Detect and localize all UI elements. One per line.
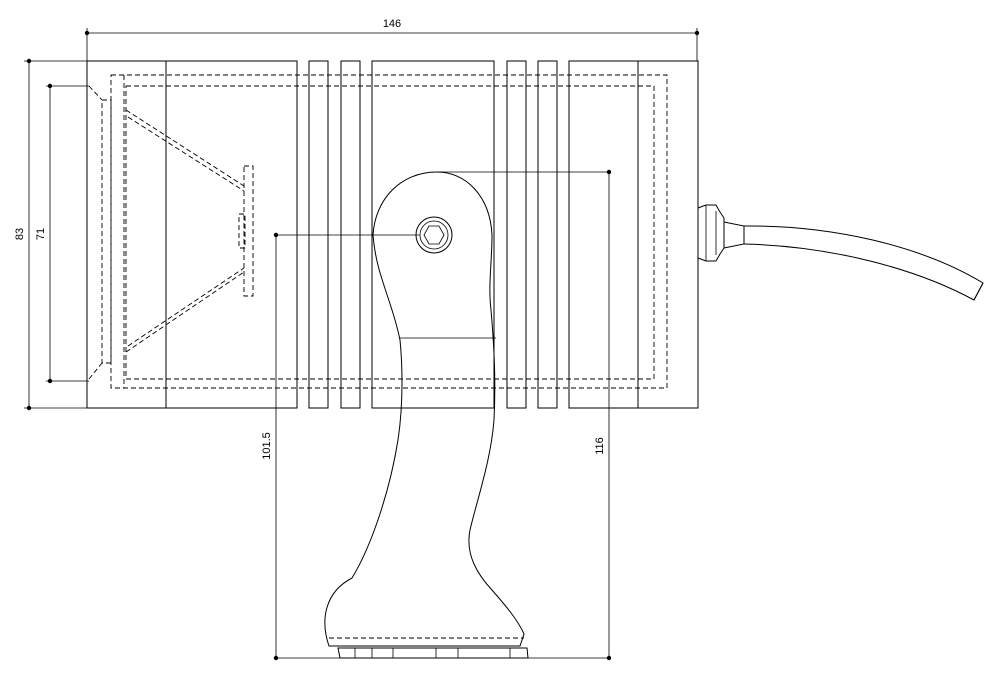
hex-bolt-icon bbox=[415, 216, 453, 254]
body-section-3 bbox=[568, 60, 639, 409]
top-height-label: 116 bbox=[594, 437, 606, 455]
body-section-1 bbox=[165, 60, 298, 409]
reflector-lower bbox=[125, 271, 245, 353]
mounting-bracket bbox=[324, 171, 529, 659]
overall-height-label: 83 bbox=[14, 228, 26, 240]
emitter-board bbox=[243, 165, 254, 297]
dimension-overall-height: 83 bbox=[14, 58, 87, 411]
dimension-overall-width: 146 bbox=[84, 18, 700, 61]
rear-cap bbox=[637, 60, 699, 409]
inner-height-label: 71 bbox=[35, 228, 47, 240]
cooling-fin-2 bbox=[340, 60, 361, 409]
front-cap bbox=[86, 60, 167, 409]
inner-cavity-inner bbox=[125, 85, 655, 380]
cable bbox=[743, 225, 984, 301]
dimension-inner-height: 71 bbox=[35, 83, 89, 384]
lens-edge bbox=[101, 99, 112, 364]
base-foot bbox=[337, 647, 529, 659]
cooling-fin-4 bbox=[537, 60, 558, 409]
cable-nut bbox=[723, 221, 745, 249]
hidden-lines bbox=[88, 74, 668, 639]
reflector-upper bbox=[125, 109, 245, 187]
dimension-top-height: 116 bbox=[437, 169, 612, 661]
emitter-chip bbox=[238, 213, 246, 249]
inner-cavity-outer bbox=[110, 74, 668, 389]
bracket-outline bbox=[324, 171, 525, 647]
housing bbox=[86, 60, 699, 409]
pivot-height-label: 101.5 bbox=[261, 432, 273, 460]
cable-assembly bbox=[697, 204, 984, 301]
dimension-pivot-height: 101.5 bbox=[261, 232, 420, 661]
cable-gland bbox=[697, 204, 725, 262]
overall-width-label: 146 bbox=[383, 18, 401, 30]
cooling-fin-3 bbox=[506, 60, 527, 409]
cooling-fin-1 bbox=[308, 60, 329, 409]
body-section-2 bbox=[371, 60, 495, 409]
